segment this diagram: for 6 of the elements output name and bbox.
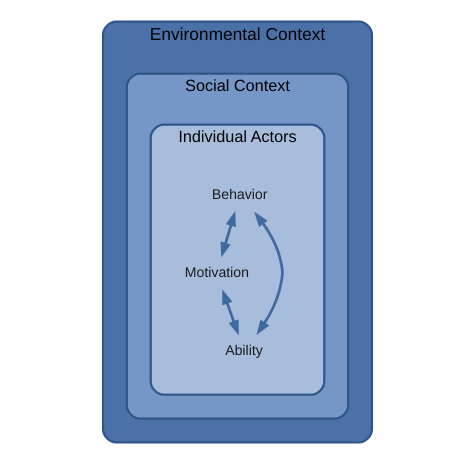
node-text: Motivation (184, 264, 248, 280)
node-text: Ability (224, 342, 262, 358)
node-text: Behavior (211, 186, 267, 202)
arrow (222, 289, 238, 336)
arrow (220, 211, 236, 258)
arrow (254, 212, 284, 336)
